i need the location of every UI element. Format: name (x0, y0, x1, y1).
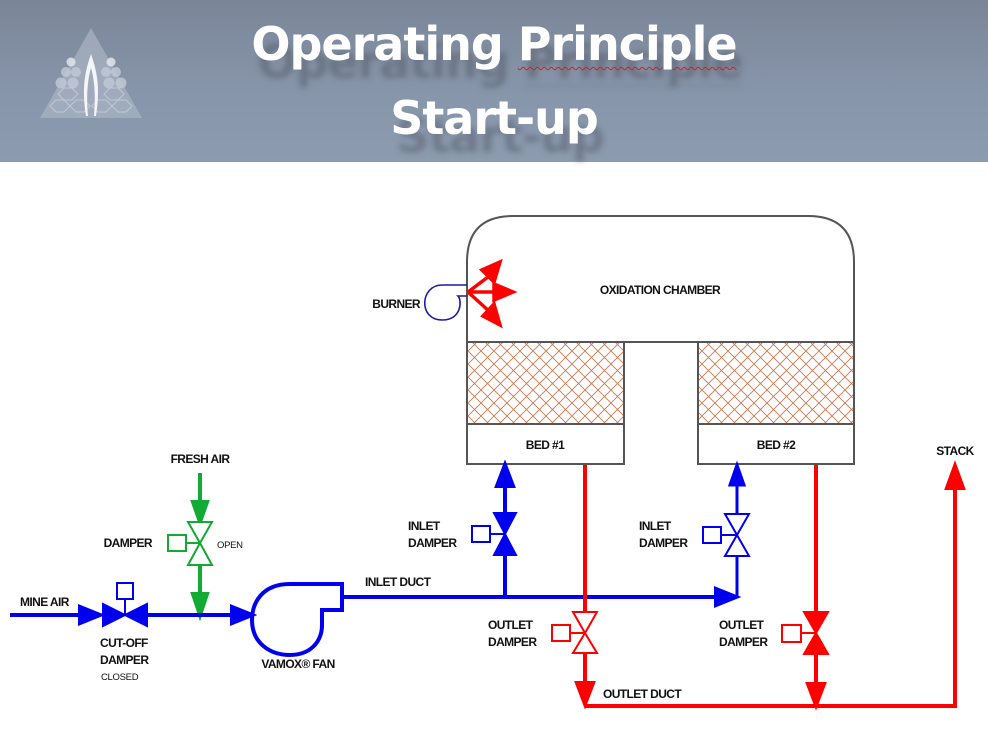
cutoff-damper-label-2: DAMPER (100, 653, 149, 667)
bed2-box (697, 423, 855, 465)
stack-label: STACK (936, 444, 974, 458)
inlet-line-bed2 (727, 460, 747, 597)
inlet-damper-bed1-valve-icon[interactable] (471, 512, 518, 556)
outlet-damper1-label-1: OUTLET (488, 618, 534, 632)
outlet-damper-bed2-valve-icon[interactable] (781, 611, 830, 655)
cutoff-damper-state: CLOSED (101, 672, 139, 683)
bed2-media (697, 341, 855, 425)
slide-header: Operating Principle Start-up (0, 0, 988, 162)
mine-air-label: MINE AIR (20, 595, 70, 609)
process-flow-diagram: OXIDATION CHAMBER BED #1 BED #2 BURNER F… (10, 215, 975, 711)
vamox-fan-label: VAMOX® FAN (261, 657, 334, 671)
outlet-damper1-label-2: DAMPER (488, 635, 537, 649)
title-word-operating: Operating (251, 17, 503, 71)
fresh-air-label: FRESH AIR (171, 452, 231, 466)
title-word-principle: Principle (517, 17, 738, 71)
slide-title-line2: Start-up (390, 91, 599, 145)
burner-label: BURNER (372, 297, 421, 311)
outlet-line-bed1 (574, 465, 596, 710)
inlet-damper2-label-1: INLET (639, 519, 672, 533)
fresh-air-damper-state: OPEN (217, 540, 243, 551)
inlet-damper-bed2-valve-icon[interactable] (702, 513, 751, 557)
fresh-air-damper-valve-icon[interactable] (167, 521, 214, 566)
outlet-damper-bed1-valve-icon[interactable] (551, 611, 599, 654)
cutoff-damper-valve-icon[interactable] (102, 582, 148, 628)
outlet-duct-label: OUTLET DUCT (603, 687, 682, 701)
bed1-media (466, 341, 625, 425)
oxidation-chamber-label: OXIDATION CHAMBER (600, 283, 721, 297)
inlet-duct-line (342, 586, 742, 608)
outlet-damper2-label-1: OUTLET (719, 618, 765, 632)
oxidation-chamber-vessel (466, 215, 855, 343)
inlet-damper1-label-2: DAMPER (408, 536, 457, 550)
slide-title-line1: Operating Principle (0, 16, 988, 72)
inlet-damper1-label-1: INLET (408, 519, 441, 533)
outlet-damper2-label-2: DAMPER (719, 635, 768, 649)
bed2-label: BED #2 (757, 438, 796, 452)
fresh-air-line (190, 473, 210, 622)
bed1-box (466, 423, 625, 465)
burner-flame-arrows-icon (466, 258, 518, 329)
burner-icon (423, 284, 467, 321)
bed1-label: BED #1 (526, 438, 565, 452)
outlet-line-bed2 (805, 465, 827, 711)
flame-triangle-logo-icon (40, 28, 142, 118)
mine-air-line (10, 604, 258, 626)
cutoff-damper-label-1: CUT-OFF (100, 636, 148, 650)
outlet-duct-line (585, 460, 966, 708)
vamox-fan-icon (249, 582, 344, 658)
inlet-line-bed1 (494, 459, 516, 597)
inlet-damper2-label-2: DAMPER (639, 536, 688, 550)
fresh-air-damper-label: DAMPER (104, 536, 153, 550)
inlet-duct-label: INLET DUCT (365, 575, 432, 589)
